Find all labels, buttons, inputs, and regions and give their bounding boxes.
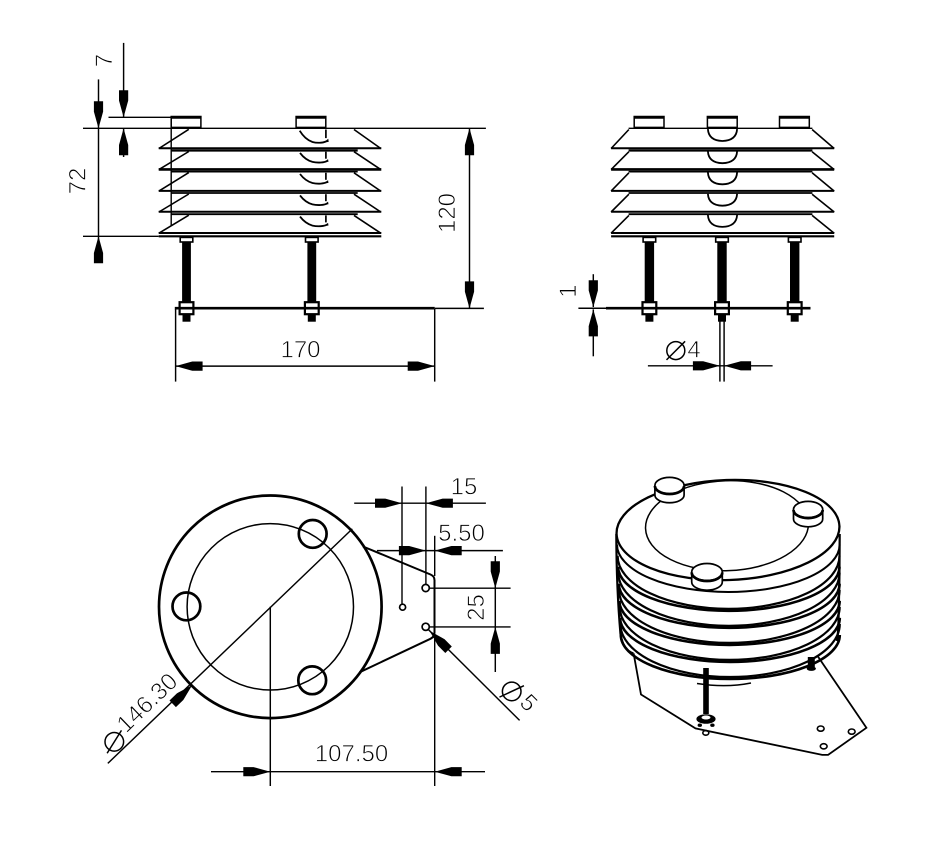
svg-text:7: 7 xyxy=(91,54,118,67)
svg-text:107.50: 107.50 xyxy=(315,741,388,768)
svg-text:25: 25 xyxy=(463,594,490,621)
svg-text:4: 4 xyxy=(687,337,700,364)
svg-text:15: 15 xyxy=(451,474,478,501)
svg-text:170: 170 xyxy=(280,337,320,364)
svg-text:120: 120 xyxy=(434,193,461,233)
svg-text:72: 72 xyxy=(65,168,92,195)
svg-text:1: 1 xyxy=(555,284,582,297)
svg-text:5.50: 5.50 xyxy=(438,520,485,547)
